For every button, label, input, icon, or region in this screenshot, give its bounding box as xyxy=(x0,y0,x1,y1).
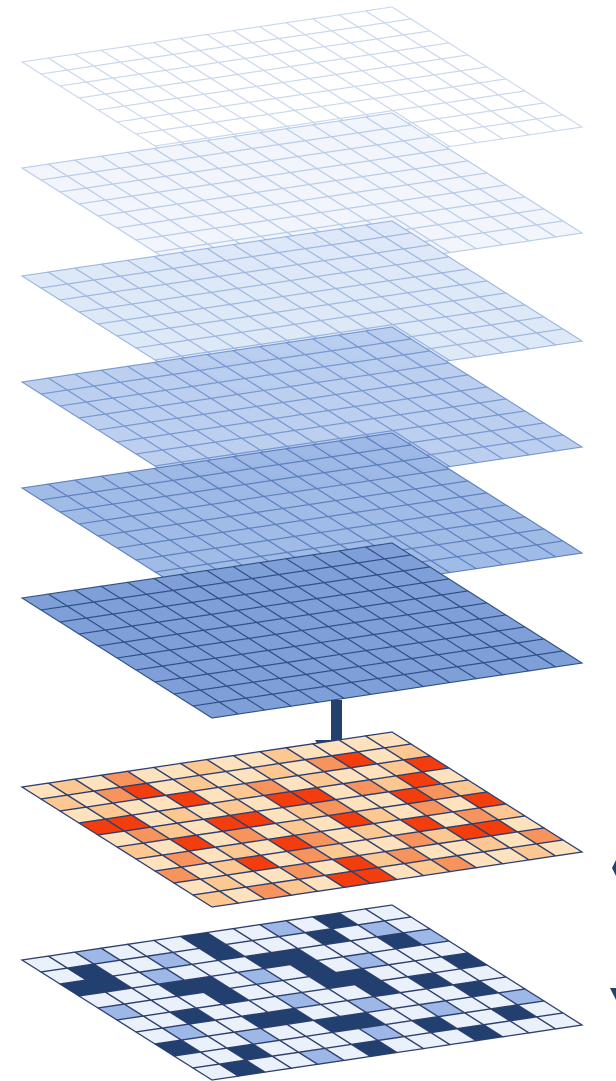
mask-grid xyxy=(20,904,584,1081)
grid-cell xyxy=(535,328,584,346)
mask-plane xyxy=(20,904,584,1081)
grid-cell xyxy=(535,540,584,558)
heatmap-grid xyxy=(20,731,584,908)
arrow-shaft xyxy=(331,700,342,742)
heat-plane xyxy=(20,731,584,908)
layer-6 xyxy=(20,542,584,719)
blue-layer-stack xyxy=(20,6,584,719)
grid-cell xyxy=(535,434,584,452)
grid-cell xyxy=(534,1012,584,1030)
grid-cell xyxy=(535,114,584,132)
grid-cell xyxy=(535,650,584,668)
grid-cell xyxy=(534,839,584,857)
up-arrow-mark xyxy=(612,860,616,876)
grid-cell xyxy=(535,220,584,238)
down-arrow-mark xyxy=(610,988,616,1000)
side-arrow-marks xyxy=(610,860,616,1000)
